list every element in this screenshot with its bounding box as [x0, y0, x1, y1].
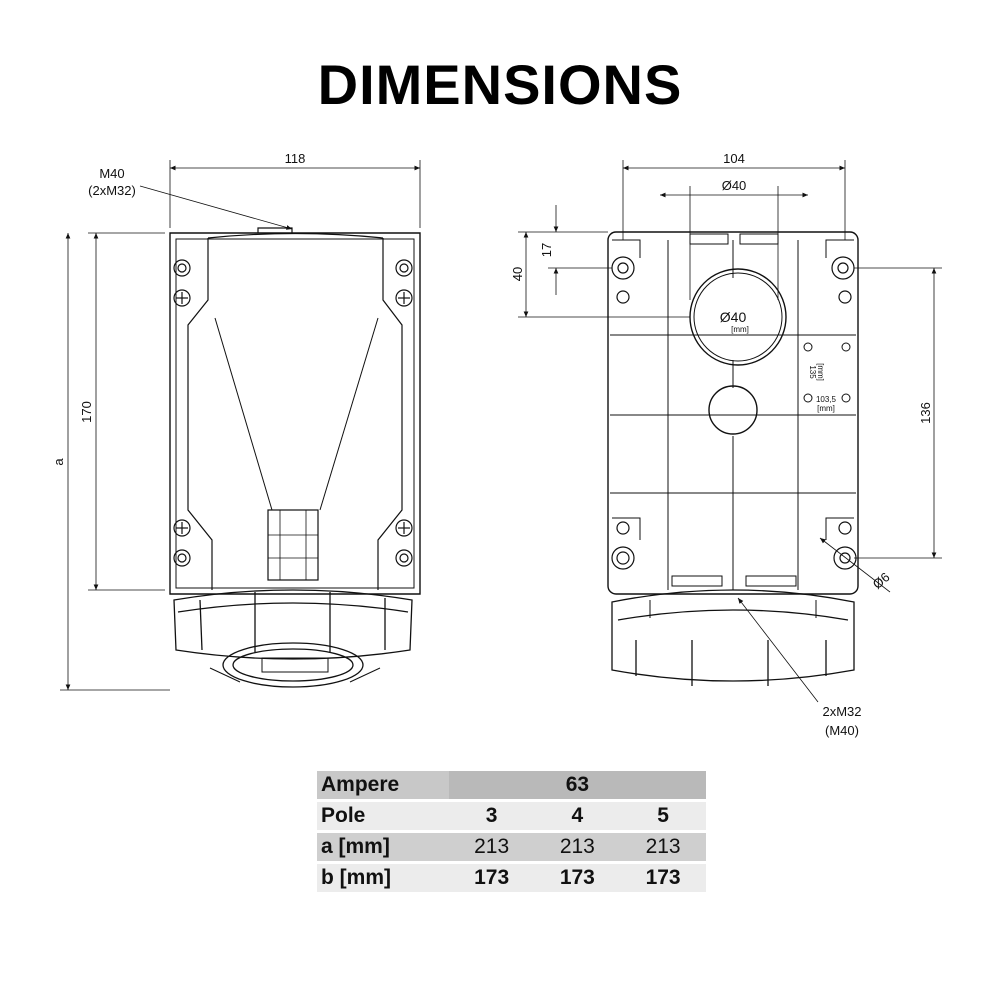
- rear-housing-outline: [607, 231, 859, 595]
- a-label: a [mm]: [317, 833, 449, 861]
- pole-label: Pole: [317, 802, 449, 830]
- pole-value: 5: [620, 802, 706, 830]
- ampere-label: Ampere: [317, 771, 449, 799]
- a-value: 213: [620, 833, 706, 861]
- rear-center-hole-unit: [mm]: [731, 325, 749, 334]
- rear-width-label: 104: [723, 151, 745, 166]
- table-row-pole: Pole 3 4 5: [317, 802, 706, 830]
- spec-table: Ampere 63 Pole 3 4 5 a [mm] 213 213 213 …: [317, 768, 706, 895]
- pole-value: 3: [448, 802, 535, 830]
- screw-icon: [173, 259, 413, 567]
- rear-side-label-135-unit: [mm]: [816, 363, 825, 381]
- rear-offset-40-label: 40: [510, 267, 525, 281]
- a-value: 213: [448, 833, 535, 861]
- ampere-value: 63: [448, 771, 706, 799]
- table-row-a: a [mm] 213 213 213: [317, 833, 706, 861]
- front-entry-label-top: M40: [99, 166, 124, 181]
- table-row-ampere: Ampere 63: [317, 771, 706, 799]
- b-value: 173: [620, 864, 706, 892]
- front-entry-label-bottom: (2xM32): [88, 183, 136, 198]
- front-view: [60, 160, 421, 691]
- b-value: 173: [448, 864, 535, 892]
- rear-side-label-1035: 103,5: [816, 395, 837, 404]
- rear-ring: [611, 589, 855, 686]
- rear-center-hole-label: Ø40: [720, 309, 747, 325]
- rear-vertical-pitch-label: 136: [918, 402, 933, 424]
- rear-view: [518, 160, 942, 703]
- fixing-hole-icon: [611, 256, 857, 570]
- rear-offset-17-label: 17: [539, 243, 554, 257]
- rear-side-label-135: 135: [808, 365, 817, 379]
- rear-entry-label-top: 2xM32: [822, 704, 861, 719]
- rear-entry-label-bottom: (M40): [825, 723, 859, 738]
- front-lid: [173, 589, 413, 688]
- front-width-label: 118: [285, 151, 306, 166]
- b-label: b [mm]: [317, 864, 449, 892]
- a-value: 213: [534, 833, 621, 861]
- b-value: 173: [534, 864, 621, 892]
- table-row-b: b [mm] 173 173 173: [317, 864, 706, 892]
- front-housing-outline: [169, 232, 421, 595]
- pole-value: 4: [534, 802, 621, 830]
- rear-fixing-hole-label: Ø6: [870, 569, 893, 592]
- front-height-label: 170: [79, 401, 94, 423]
- front-overall-label: a: [51, 458, 66, 466]
- rear-hole-pitch-label: Ø40: [722, 178, 747, 193]
- page-title: DIMENSIONS: [317, 53, 683, 116]
- rear-side-label-1035-unit: [mm]: [817, 404, 835, 413]
